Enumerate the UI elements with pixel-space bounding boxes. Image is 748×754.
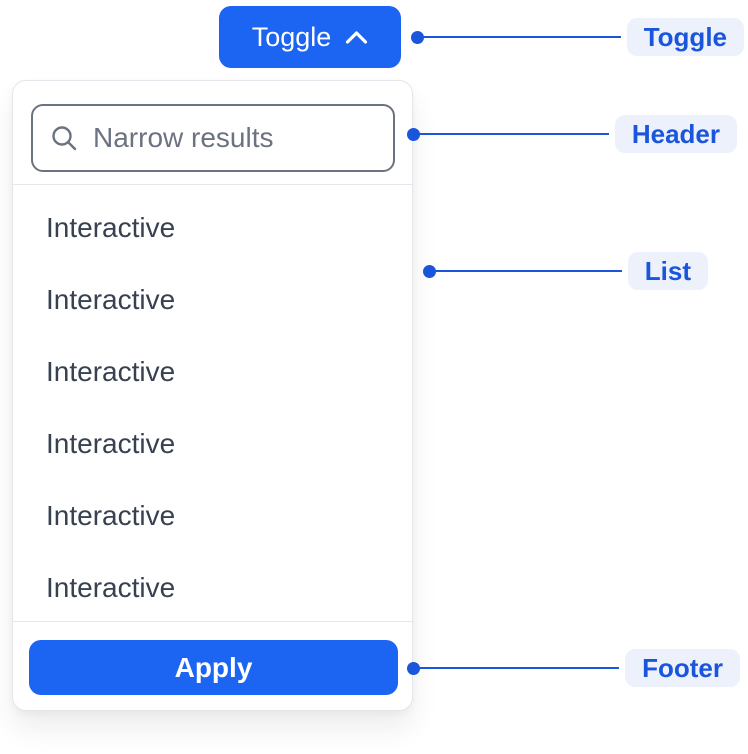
annotation-label-toggle: Toggle (626, 18, 744, 56)
callout-line (423, 35, 621, 39)
toggle-button-label: Toggle (251, 21, 332, 52)
search-box[interactable] (31, 104, 395, 172)
list-item[interactable]: Interactive (46, 212, 176, 243)
list-item[interactable]: Interactive (46, 500, 176, 531)
list-item[interactable]: Interactive (46, 356, 176, 387)
dropdown-header (13, 81, 412, 185)
chevron-up-icon (346, 30, 368, 44)
annotation-label-footer: Footer (625, 649, 740, 687)
list-item[interactable]: Interactive (46, 428, 176, 459)
list-item[interactable]: Interactive (46, 284, 176, 315)
callout-header: Header (407, 115, 737, 153)
annotation-label-list: List (627, 252, 708, 290)
annotation-label-header: Header (614, 115, 737, 153)
dropdown-panel: Interactive Interactive Interactive Inte… (12, 80, 413, 711)
list-item[interactable]: Interactive (46, 572, 176, 603)
dropdown-footer: Apply (13, 621, 412, 712)
callout-toggle: Toggle (411, 18, 744, 56)
toggle-button[interactable]: Toggle (219, 6, 401, 68)
callout-line (419, 132, 609, 136)
callout-dot (423, 264, 436, 278)
search-icon (52, 126, 77, 151)
callout-dot (407, 127, 420, 141)
callout-footer: Footer (407, 649, 740, 687)
callout-line (419, 666, 620, 670)
dropdown-list: Interactive Interactive Interactive Inte… (13, 185, 412, 621)
callout-dot (411, 30, 424, 44)
callout-line (435, 269, 622, 273)
search-input[interactable] (93, 122, 377, 154)
callout-list: List (423, 252, 708, 290)
apply-button[interactable]: Apply (29, 640, 398, 695)
callout-dot (407, 661, 420, 675)
